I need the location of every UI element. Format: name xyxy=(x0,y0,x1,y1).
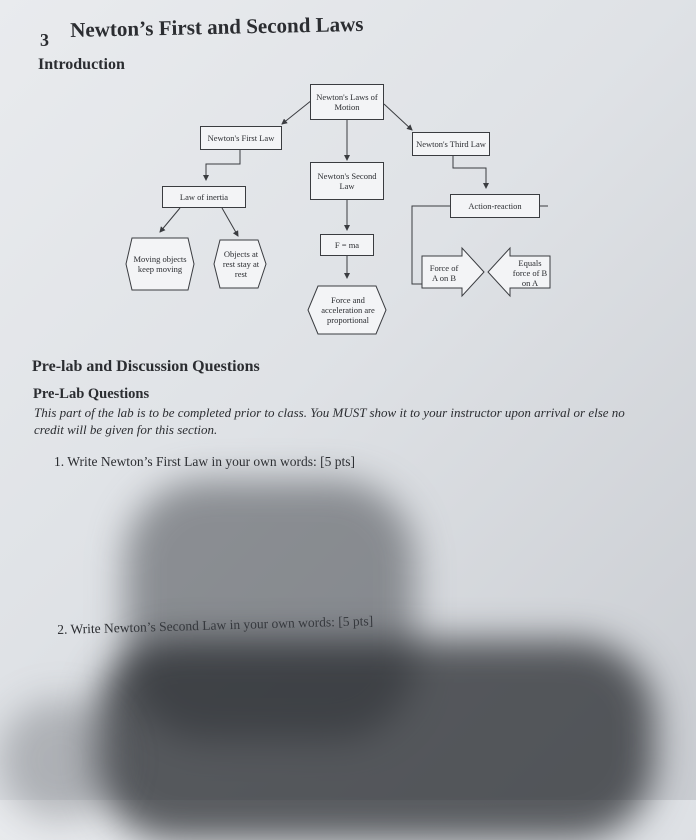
node-force-a-on-b: Force of A on B xyxy=(429,263,459,283)
section-number: 3 xyxy=(40,30,49,50)
node-law-of-inertia: Law of inertia xyxy=(162,186,246,208)
node-objects-at-rest: Objects at rest stay at rest xyxy=(222,249,260,279)
node-action-reaction: Action-reaction xyxy=(450,194,540,218)
node-force-acceleration: Force and acceleration are proportional xyxy=(321,295,375,325)
question-1: 1. Write Newton’s First Law in your own … xyxy=(54,454,356,469)
document-page: 3 Newton’s First and Second Laws Introdu… xyxy=(0,12,655,840)
node-f-equals-ma: F = ma xyxy=(320,234,374,256)
node-third-law: Newton's Third Law xyxy=(412,132,490,156)
hand-shadow-lower xyxy=(95,640,655,840)
intro-heading: Introduction xyxy=(38,56,125,73)
node-first-law: Newton's First Law xyxy=(200,126,282,150)
node-moving-objects: Moving objects keep moving xyxy=(133,254,187,274)
corner-shadow xyxy=(0,700,120,820)
node-second-law: Newton's Second Law xyxy=(310,162,384,200)
node-equals-force-b-on-a: Equals force of B on A xyxy=(512,258,548,288)
prelab-instructions: This part of the lab is to be completed … xyxy=(34,405,625,437)
flowchart-connectors xyxy=(125,99,551,335)
prelab-subheading: Pre-Lab Questions xyxy=(33,386,150,402)
node-newtons-laws: Newton's Laws of Motion xyxy=(310,84,384,120)
prelab-heading: Pre-lab and Discussion Questions xyxy=(32,358,260,375)
